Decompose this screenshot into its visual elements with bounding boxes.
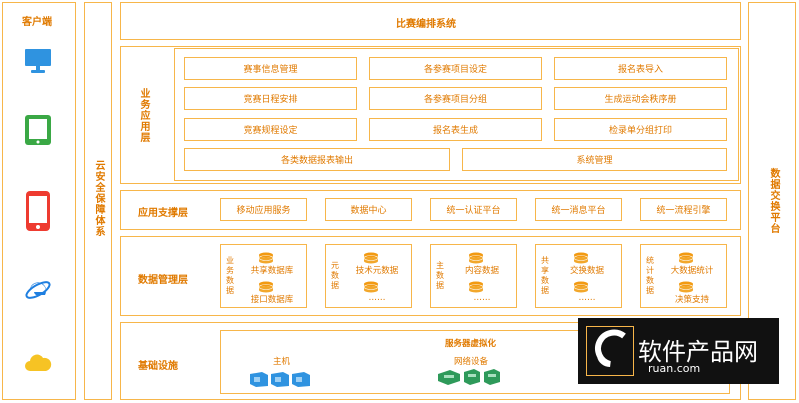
watermark-brand: 软件产品网 <box>638 338 758 366</box>
business-item-event-info: 赛事信息管理 <box>184 57 357 80</box>
virtualization-label: 服务器虚拟化 <box>445 339 497 349</box>
data-group-primary: 共享数据库 <box>250 266 294 276</box>
data-group-side-label: 共享数据 <box>541 256 549 295</box>
phone-icon <box>26 191 50 231</box>
business-item-event-setup: 各参赛项目设定 <box>369 57 542 80</box>
host-label: 主机 <box>273 357 291 367</box>
business-item-system-admin: 系统管理 <box>462 148 727 171</box>
system-title: 比赛编排系统 <box>396 19 456 30</box>
data-group-side-label: 业务数据 <box>226 256 234 295</box>
data-group-secondary: 接口数据库 <box>250 295 294 305</box>
database-icon <box>573 278 589 293</box>
network-label: 网络设备 <box>454 357 489 367</box>
database-icon <box>573 249 589 264</box>
business-item-form-import: 报名表导入 <box>554 57 727 80</box>
database-icon <box>258 249 274 264</box>
business-item-schedule: 竞赛日程安排 <box>184 87 357 110</box>
business-item-checkin-print: 检录单分组打印 <box>554 118 727 141</box>
support-item-auth: 统一认证平台 <box>430 198 517 221</box>
support-item-mobile: 移动应用服务 <box>220 198 307 221</box>
exchange-column-title: 数据交换平台 <box>768 168 779 234</box>
infra-layer-label: 基础设施 <box>138 361 178 372</box>
security-column <box>84 2 112 400</box>
network-device-icon <box>438 369 500 385</box>
data-group-secondary: …… <box>578 293 596 303</box>
database-icon <box>678 249 694 264</box>
support-layer-label: 应用支撑层 <box>138 208 188 219</box>
security-column-title: 云安全保障体系 <box>93 160 104 237</box>
data-group-primary: 交换数据 <box>569 266 604 276</box>
watermark: 软件产品网 ruan.com <box>578 318 779 384</box>
watermark-logo-icon <box>586 326 634 376</box>
database-icon <box>363 249 379 264</box>
data-group-side-label: 统计数据 <box>646 256 654 295</box>
monitor-icon <box>25 49 51 73</box>
data-group-primary: 技术元数据 <box>355 266 399 276</box>
tablet-icon <box>25 115 51 145</box>
business-item-reports: 各类数据报表输出 <box>184 148 450 171</box>
data-group-side-label: 主数据 <box>436 261 444 290</box>
data-group-primary: 大数据统计 <box>670 266 714 276</box>
database-icon <box>468 249 484 264</box>
data-layer-label: 数据管理层 <box>138 275 188 286</box>
business-layer-label: 业务应用层 <box>138 88 149 143</box>
business-layer-inner <box>174 48 739 181</box>
system-title-bar <box>120 2 741 40</box>
database-icon <box>468 278 484 293</box>
data-group-secondary: 决策支持 <box>674 295 709 305</box>
business-item-program-book: 生成运动会秩序册 <box>554 87 727 110</box>
database-icon <box>258 278 274 293</box>
data-group-secondary: …… <box>473 293 491 303</box>
support-item-messaging: 统一消息平台 <box>535 198 622 221</box>
data-group-side-label: 元数据 <box>331 261 339 290</box>
internet-explorer-icon <box>25 281 51 299</box>
support-item-workflow: 统一流程引擎 <box>640 198 727 221</box>
database-icon <box>678 278 694 293</box>
support-item-data-center: 数据中心 <box>325 198 412 221</box>
business-item-grouping: 各参赛项目分组 <box>369 87 542 110</box>
data-group-primary: 内容数据 <box>464 266 499 276</box>
business-item-form-generate: 报名表生成 <box>369 118 542 141</box>
server-host-icon <box>250 372 310 387</box>
cloud-icon <box>25 354 52 371</box>
client-column-title: 客户端 <box>22 17 52 28</box>
business-item-rules: 竞赛规程设定 <box>184 118 357 141</box>
database-icon <box>363 278 379 293</box>
watermark-url: ruan.com <box>648 362 701 375</box>
data-group-secondary: …… <box>368 293 386 303</box>
